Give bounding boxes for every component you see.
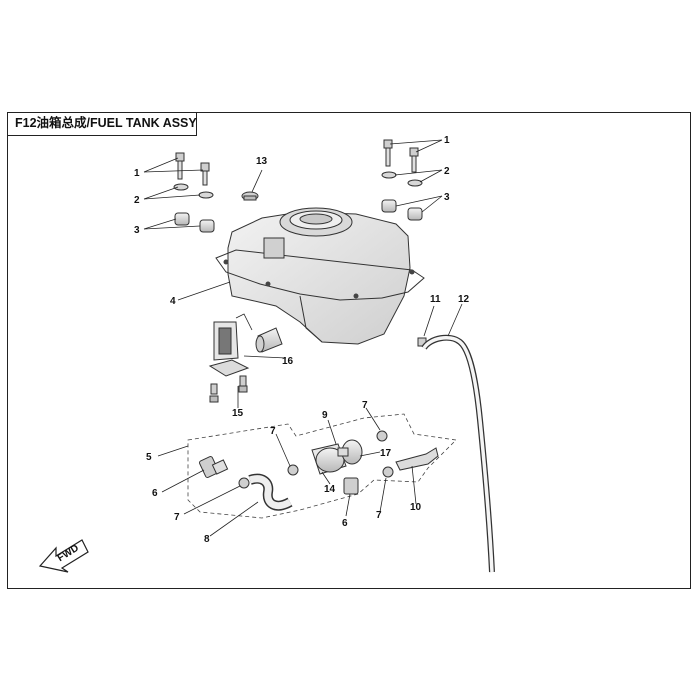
leader-lines [143,139,463,537]
fuel-tank [215,207,425,345]
callout-3-right: 3 [444,192,450,203]
callout-11: 11 [430,294,441,305]
callout-7-left: 7 [174,512,180,523]
callout-2-right: 2 [444,166,450,177]
callouts: 1 2 3 1 2 3 13 4 16 15 11 12 5 6 7 8 7 1… [134,135,470,545]
callout-4: 4 [170,296,176,307]
callout-17: 17 [380,448,392,459]
diagram-title: F12油箱总成/FUEL TANK ASSY [7,112,197,136]
callout-9: 9 [322,410,328,421]
vent-hose [417,334,495,573]
diagram-frame [7,112,691,589]
callout-10: 10 [410,502,422,513]
fwd-arrow-icon: FWD [38,539,89,573]
fuel-pump-sender [208,313,283,377]
screws-15 [209,375,248,403]
fuel-line-assembly [187,413,457,519]
callout-8: 8 [204,534,210,545]
bolt-stack-right [381,139,423,221]
callout-6-right: 6 [342,518,348,529]
callout-2-left: 2 [134,195,140,206]
grommet-13 [241,191,259,201]
callout-5: 5 [146,452,152,463]
callout-7-hose: 7 [270,426,276,437]
callout-1-right: 1 [444,135,450,146]
callout-13: 13 [256,156,268,167]
callout-1-left: 1 [134,168,140,179]
callout-14: 14 [324,484,336,495]
callout-12: 12 [458,294,470,305]
callout-3-left: 3 [134,225,140,236]
callout-7-right: 7 [376,510,382,521]
callout-15: 15 [232,408,244,419]
callout-16: 16 [282,356,294,367]
callout-6-left: 6 [152,488,158,499]
callout-7-filter: 7 [362,400,368,411]
bolt-stack-left [173,152,215,233]
